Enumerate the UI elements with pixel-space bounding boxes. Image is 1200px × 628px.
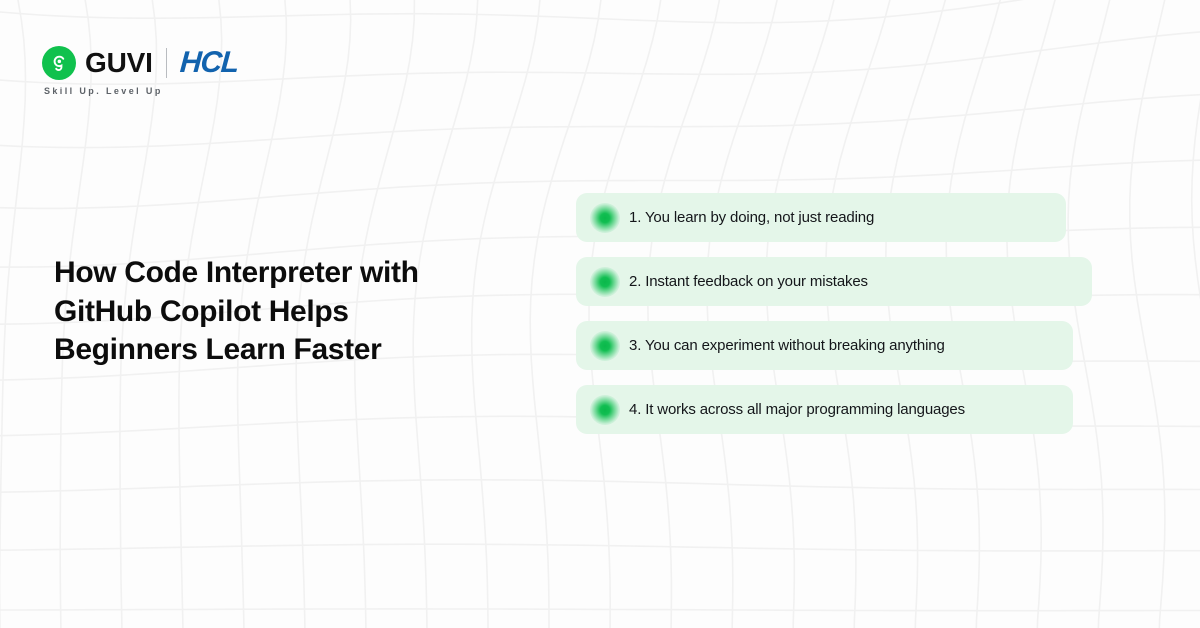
page-title: How Code Interpreter with GitHub Copilot… bbox=[54, 254, 524, 370]
brand-divider bbox=[165, 48, 167, 78]
green-glow-dot-icon bbox=[590, 202, 620, 233]
hcl-wordmark: HCL bbox=[178, 46, 239, 79]
headline-line-2: GitHub Copilot Helps bbox=[54, 294, 349, 328]
guvi-logo[interactable]: GUVI bbox=[42, 46, 153, 80]
benefit-pill[interactable]: 4. It works across all major programming… bbox=[576, 385, 1073, 434]
guvi-wordmark: GUVI bbox=[85, 47, 153, 78]
benefit-pill-label: 3. You can experiment without breaking a… bbox=[629, 337, 945, 354]
green-glow-dot-icon bbox=[590, 394, 620, 425]
headline-line-1: How Code Interpreter with bbox=[54, 256, 419, 289]
guvi-circle-g-icon bbox=[42, 46, 76, 80]
brand-logos-row: GUVI HCL bbox=[42, 46, 239, 80]
headline-line-3: Beginners Learn Faster bbox=[54, 333, 382, 367]
benefit-pill[interactable]: 1. You learn by doing, not just reading bbox=[576, 193, 1066, 242]
green-glow-dot-icon bbox=[590, 330, 620, 361]
benefit-pill-label: 1. You learn by doing, not just reading bbox=[629, 209, 875, 226]
benefits-list: 1. You learn by doing, not just reading 2… bbox=[576, 193, 1092, 434]
benefit-pill[interactable]: 2. Instant feedback on your mistakes bbox=[576, 257, 1092, 306]
brand-tagline: Skill Up. Level Up bbox=[44, 86, 163, 96]
benefit-pill-label: 4. It works across all major programming… bbox=[629, 401, 965, 418]
benefit-pill[interactable]: 3. You can experiment without breaking a… bbox=[576, 321, 1073, 370]
brand-lockup: GUVI HCL Skill Up. Level Up bbox=[42, 46, 239, 96]
benefit-pill-label: 2. Instant feedback on your mistakes bbox=[629, 273, 868, 290]
green-glow-dot-icon bbox=[590, 266, 620, 297]
